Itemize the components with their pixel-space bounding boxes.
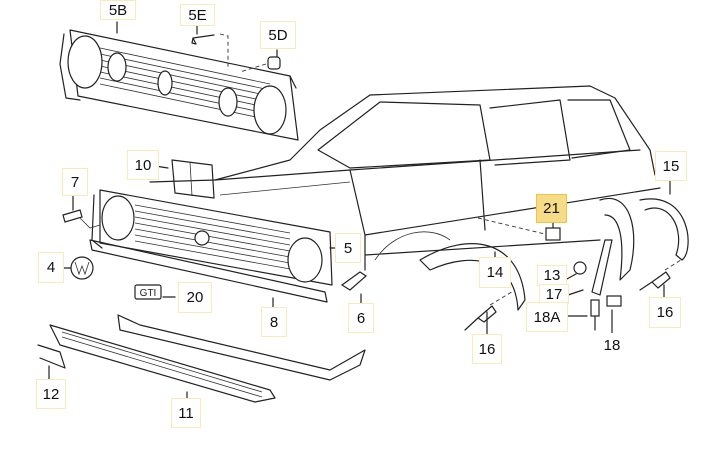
- label-11[interactable]: 11: [171, 398, 201, 428]
- front-wheel-arch-drawing: [419, 243, 526, 311]
- label-18a[interactable]: 18A: [526, 302, 568, 332]
- label-4[interactable]: 4: [38, 252, 64, 283]
- label-16-front[interactable]: 16: [472, 334, 502, 364]
- car-body-drawing: [149, 85, 661, 271]
- label-5b[interactable]: 5B: [100, 0, 136, 20]
- screw-drawing: [191, 33, 229, 70]
- label-10[interactable]: 10: [127, 150, 159, 180]
- label-5[interactable]: 5: [335, 233, 361, 263]
- label-5e[interactable]: 5E: [180, 4, 215, 26]
- label-15[interactable]: 15: [655, 151, 687, 181]
- label-7[interactable]: 7: [62, 168, 88, 196]
- leader-lines: [48, 21, 671, 400]
- bracket-drawing: [171, 159, 215, 199]
- label-13[interactable]: 13: [537, 265, 567, 286]
- label-16-rear[interactable]: 16: [649, 297, 681, 328]
- plug-drawing: [573, 261, 587, 275]
- radiator-grille-drawing: [91, 189, 333, 286]
- label-6[interactable]: 6: [348, 303, 374, 333]
- left-bracket-drawing: [62, 209, 101, 229]
- valance-drawing: [117, 314, 366, 381]
- rear-wheel-arch-drawing: [591, 197, 689, 296]
- label-14[interactable]: 14: [479, 257, 511, 288]
- vw-emblem-drawing: [70, 256, 94, 280]
- label-17[interactable]: 17: [539, 284, 569, 304]
- trim-strip-drawing: [89, 239, 328, 303]
- label-20[interactable]: 20: [178, 282, 212, 313]
- clip-18-drawing: [606, 295, 622, 307]
- gti-badge-text: GTI: [140, 288, 157, 299]
- spoiler-end-drawing: [37, 344, 66, 369]
- clip-nut-drawing: [239, 56, 281, 73]
- label-12[interactable]: 12: [36, 379, 66, 409]
- rivet-rear-drawing: [639, 257, 685, 291]
- gti-badge-drawing: GTI: [134, 284, 162, 300]
- label-5d[interactable]: 5D: [260, 21, 296, 49]
- label-8[interactable]: 8: [261, 307, 287, 337]
- upper-grille-drawing: [59, 29, 299, 141]
- label-21[interactable]: 21: [536, 194, 567, 223]
- rivet-18a-drawing: [590, 299, 600, 331]
- label-18[interactable]: 18: [598, 333, 626, 357]
- spoiler-drawing: [49, 324, 276, 403]
- right-bracket-drawing: [340, 271, 367, 291]
- rivet-front-drawing: [464, 289, 516, 331]
